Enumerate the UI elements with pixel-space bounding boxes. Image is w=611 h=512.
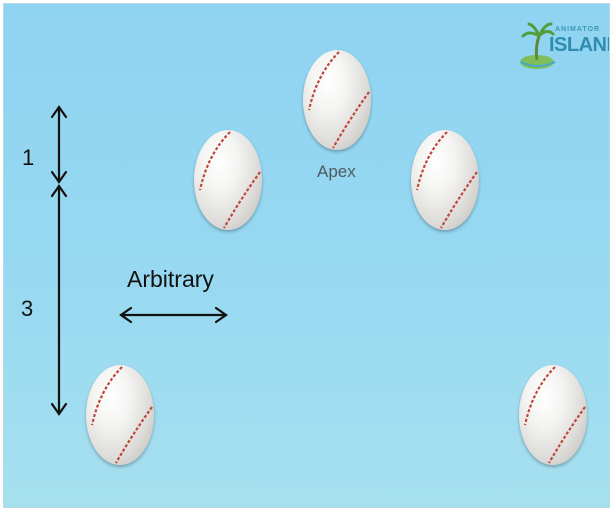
logo-top-text: ANIMATOR	[555, 26, 601, 33]
interval-label-large: 3	[21, 296, 34, 321]
spacing-label: Arbitrary	[127, 266, 214, 292]
double-arrow-icon	[119, 306, 228, 324]
logo-main-text: ISLAND.	[549, 34, 609, 56]
double-arrow-icon	[50, 105, 68, 184]
apex-label: Apex	[317, 162, 356, 181]
animator-island-logo: ANIMATOR ISLAND.	[519, 18, 609, 74]
baseball-apex	[303, 50, 371, 150]
baseball-left-bottom	[86, 365, 154, 465]
island-logo-icon	[520, 22, 556, 69]
double-arrow-icon	[50, 184, 68, 416]
baseball-right-mid	[411, 130, 479, 230]
baseball-icon	[198, 131, 261, 229]
baseball-icon	[523, 366, 586, 464]
baseball-icon	[90, 366, 153, 464]
diagram-panel: ANIMATOR ISLAND.	[3, 3, 610, 508]
baseball-left-mid	[194, 130, 262, 230]
baseball-icon	[307, 51, 370, 149]
interval-label-small: 1	[22, 145, 35, 170]
arrows-layer	[50, 105, 228, 416]
baseball-right-bottom	[519, 365, 587, 465]
baseball-icon	[415, 131, 478, 229]
